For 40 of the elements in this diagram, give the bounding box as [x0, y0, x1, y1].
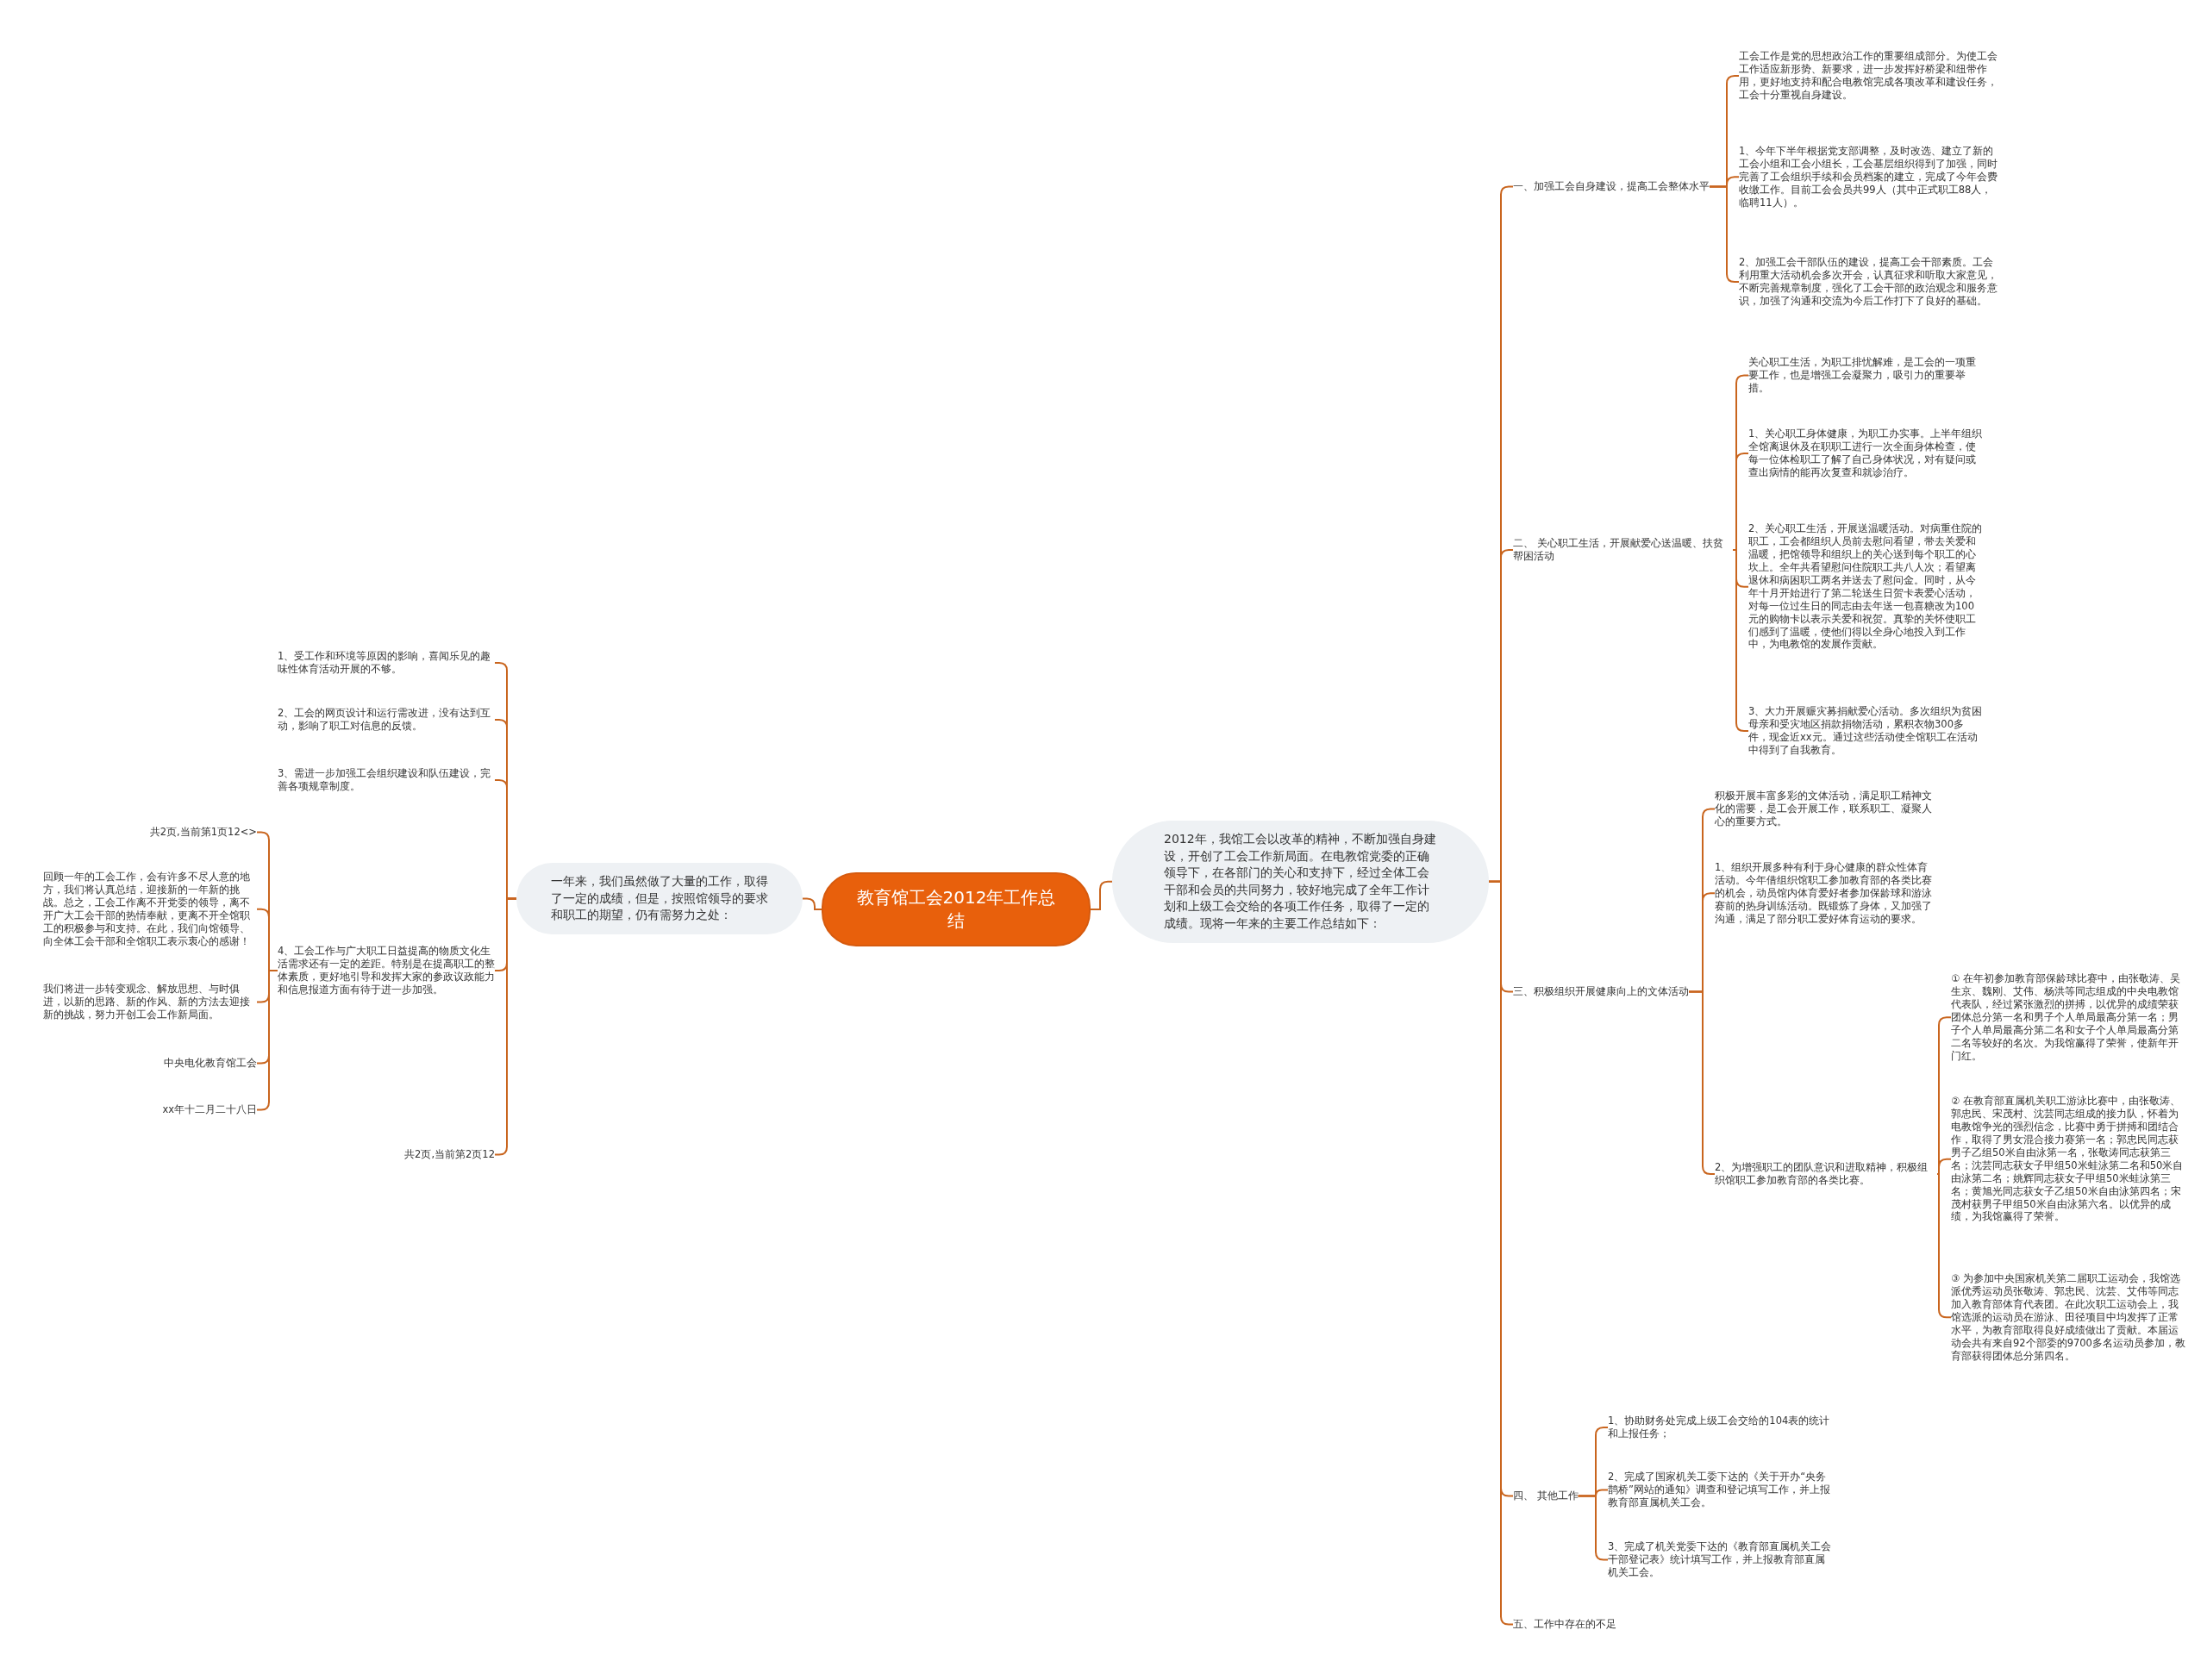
branch-text: 1、组织开展多种有利于身心健康的群众性体育活动。今年借组织馆职工参加教育部的各类比赛的机会，动员馆内体育爱好者参加保龄球和游泳赛前的热身训练活动。既锻炼了身体，又加强了沟通，满足了部分职工爱好体育运动的要求。 [1715, 861, 1937, 926]
branch-text: 关心职工生活，为职工排忧解难，是工会的一项重要工作，也是增强工会凝聚力，吸引力的重要举措。 [1748, 356, 1983, 395]
branch-text: 共2页,当前第2页12 [404, 1148, 495, 1161]
branch-text: 3、需进一步加强工会组织建设和队伍建设，完善各项规章制度。 [278, 767, 495, 793]
branch-text: 二、 关心职工生活，开展献爱心送温暖、扶贫帮困活动 [1513, 537, 1733, 563]
branch-text: 2、关心职工生活，开展送温暖活动。对病重住院的职工，工会都组织人员前去慰问看望，带去关爱和温暖，把馆领导和组织上的关心送到每个职工的心坎上。全年共看望慰问住院职工共八人次；看望离退休和病困职工两名并送去了慰问金。同时，从今年十月开始进行了第二轮送生日贺卡表爱心活动，对每一位过生日的同志由去年送一包喜糖改为100元的购物卡以表示关爱和祝贺。真挚的关怀使职工们感到了温暖，使他们得以全身心地投入到工作中，为电教馆的发展作贡献。 [1748, 522, 1983, 652]
branch-text: 2、加强工会干部队伍的建设，提高工会干部素质。工会利用重大活动机会多次开会，认真征求和听取大家意见，不断完善规章制度，强化了工会干部的政治观念和服务意识，加强了沟通和交流为今后工作打下了良好的基础。 [1739, 256, 1998, 308]
connector-line [1488, 880, 1514, 1626]
branch-text: 工会工作是党的思想政治工作的重要组成部分。为使工会工作适应新形势、新要求，进一步发挥好桥梁和纽带作用，更好地支持和配合电教馆完成各项改革和建设任务，工会十分重视自身建设。 [1739, 50, 1998, 102]
branch-text: ③ 为参加中央国家机关第二届职工运动会，我馆选派优秀运动员张敬涛、郭忠民、沈芸、艾伟等同志加入教育部体育代表团。在此次职工运动会上，我馆选派的运动员在游泳、田径项目中均发挥了正常水平，为教育部取得良好成绩做出了贡献。本届运动会共有来自92个部委的9700多名运动员参加，教育部获得团体总分第四名。 [1951, 1272, 2185, 1363]
topic-bubble: 一年来，我们虽然做了大量的工作，取得了一定的成绩，但是，按照馆领导的要求和职工的期望，仍有需努力之处： [516, 863, 803, 934]
connector-line [1936, 1158, 1952, 1175]
branch-text: 四、 其他工作 [1513, 1490, 1579, 1502]
branch-text: 我们将进一步转变观念、解放思想、与时俱进，以新的思路、新的作风、新的方法去迎接新的挑战，努力开创工会工作新局面。 [43, 983, 257, 1021]
branch-text: 中央电化教育馆工会 [164, 1057, 257, 1070]
branch-text: 2、为增强职工的团队意识和进取精神，积极组织馆职工参加教育部的各类比赛。 [1715, 1161, 1937, 1187]
branch-text: xx年十二月二十八日 [162, 1103, 257, 1116]
branch-text: 2、完成了国家机关工委下达的《关于开办“央务鹊桥”网站的通知》调查和登记填写工作，并上报教育部直属机关工会。 [1608, 1471, 1834, 1509]
branch-text: 4、工会工作与广大职工日益提高的物质文化生活需求还有一定的差距。特别是在提高职工的整体素质，更好地引导和发挥大家的参政议政能力和信息报道方面有待于进一步加强。 [278, 945, 495, 996]
branch-text: 1、协助财务处完成上级工会交给的104表的统计和上报任务； [1608, 1415, 1834, 1440]
branch-text: 积极开展丰富多彩的文体活动，满足职工精神文化的需要，是工会开展工作，联系职工、凝聚人心的重要方式。 [1715, 790, 1937, 828]
branch-text: 2、工会的网页设计和运行需改进，没有达到互动，影响了职工对信息的反馈。 [278, 707, 495, 733]
branch-text: 3、大力开展赈灾募捐献爱心活动。多次组织为贫困母亲和受灾地区捐款捐物活动，累积衣物300多件，现金近xx元。通过这些活动使全馆职工在活动中得到了自我教育。 [1748, 705, 1983, 757]
branch-text: ② 在教育部直属机关职工游泳比赛中，由张敬涛、郭忠民、宋茂村、沈芸同志组成的接力队，怀着为电教馆争光的强烈信念，比赛中勇于拼搏和团结合作，取得了男女混合接力赛第一名；郭忠民同志获男子乙组50米自由泳第一名，张敬涛同志获第三名；沈芸同志获女子甲组50米蛙泳第二名和50米自由泳第二名；姚辉同志获女子甲组50米蛙泳第三名；黄旭光同志获女子乙组50米自由泳第四名；宋茂村获男子甲组50米自由泳第六名。以优异的成绩，为我馆赢得了荣誉。 [1951, 1095, 2185, 1224]
central-topic: 教育馆工会2012年工作总结 [822, 872, 1091, 946]
connector-line [256, 969, 278, 1111]
branch-text: 一、加强工会自身建设，提高工会整体水平 [1513, 180, 1710, 193]
topic-bubble: 2012年，我馆工会以改革的精神，不断加强自身建设，开创了工会工作新局面。在电教馆党委的正确领导下，在各部门的关心和支持下，经过全体工会干部和会员的共同努力，较好地完成了全年工作计划和上级工会交给的各项工作任务，取得了一定的成绩。现将一年来的主要工作总结如下： [1112, 821, 1489, 943]
branch-text: 1、受工作和环境等原因的影响，喜闻乐见的趣味性体育活动开展的不够。 [278, 650, 495, 676]
branch-text: 三、积极组织开展健康向上的文体活动 [1513, 985, 1689, 998]
branch-text: 1、今年下半年根据党支部调整，及时改选、建立了新的工会小组和工会小组长，工会基层组织得到了加强，同时完善了工会组织手续和会员档案的建立，完成了今年会费收缴工作。目前工会会员共99人（其中正式职工88人，临聘11人）。 [1739, 145, 1998, 209]
connector-line [802, 897, 822, 910]
branch-text: 回顾一年的工会工作，会有许多不尽人意的地方，我们将认真总结，迎接新的一年新的挑战。总之，工会工作离不开党委的领导，离不开广大工会干部的热情奉献，更离不开全馆职工的积极参与和支持。在此，我们向馆领导、向全体工会干部和全馆职工表示衷心的感谢！ [43, 871, 257, 948]
connector-line [1090, 880, 1113, 910]
branch-text: 共2页,当前第1页12<> [149, 826, 257, 839]
connector-line [1936, 1172, 1952, 1319]
branch-text: 3、完成了机关党委下达的《教育部直属机关工会干部登记表》统计填写工作，并上报教育部直属机关工会。 [1608, 1540, 1834, 1579]
branch-text: 1、关心职工身体健康，为职工办实事。上半年组织全馆离退休及在职职工进行一次全面身体检查，使每一位体检职工了解了自己身体状况，对有疑问或查出病情的能再次复查和就诊治疗。 [1748, 428, 1983, 479]
branch-text: ① 在年初参加教育部保龄球比赛中，由张敬涛、吴生京、魏刚、艾伟、杨洪等同志组成的中央电教馆代表队，经过紧张激烈的拼搏，以优异的成绩荣获团体总分第一名和男子个人单局最高分第一名；男子个人单局最高分第二名和女子个人单局最高分第二名等较好的名次。为我馆赢得了荣誉，使新年开门红。 [1951, 972, 2185, 1063]
branch-text: 五、工作中存在的不足 [1513, 1618, 1616, 1631]
